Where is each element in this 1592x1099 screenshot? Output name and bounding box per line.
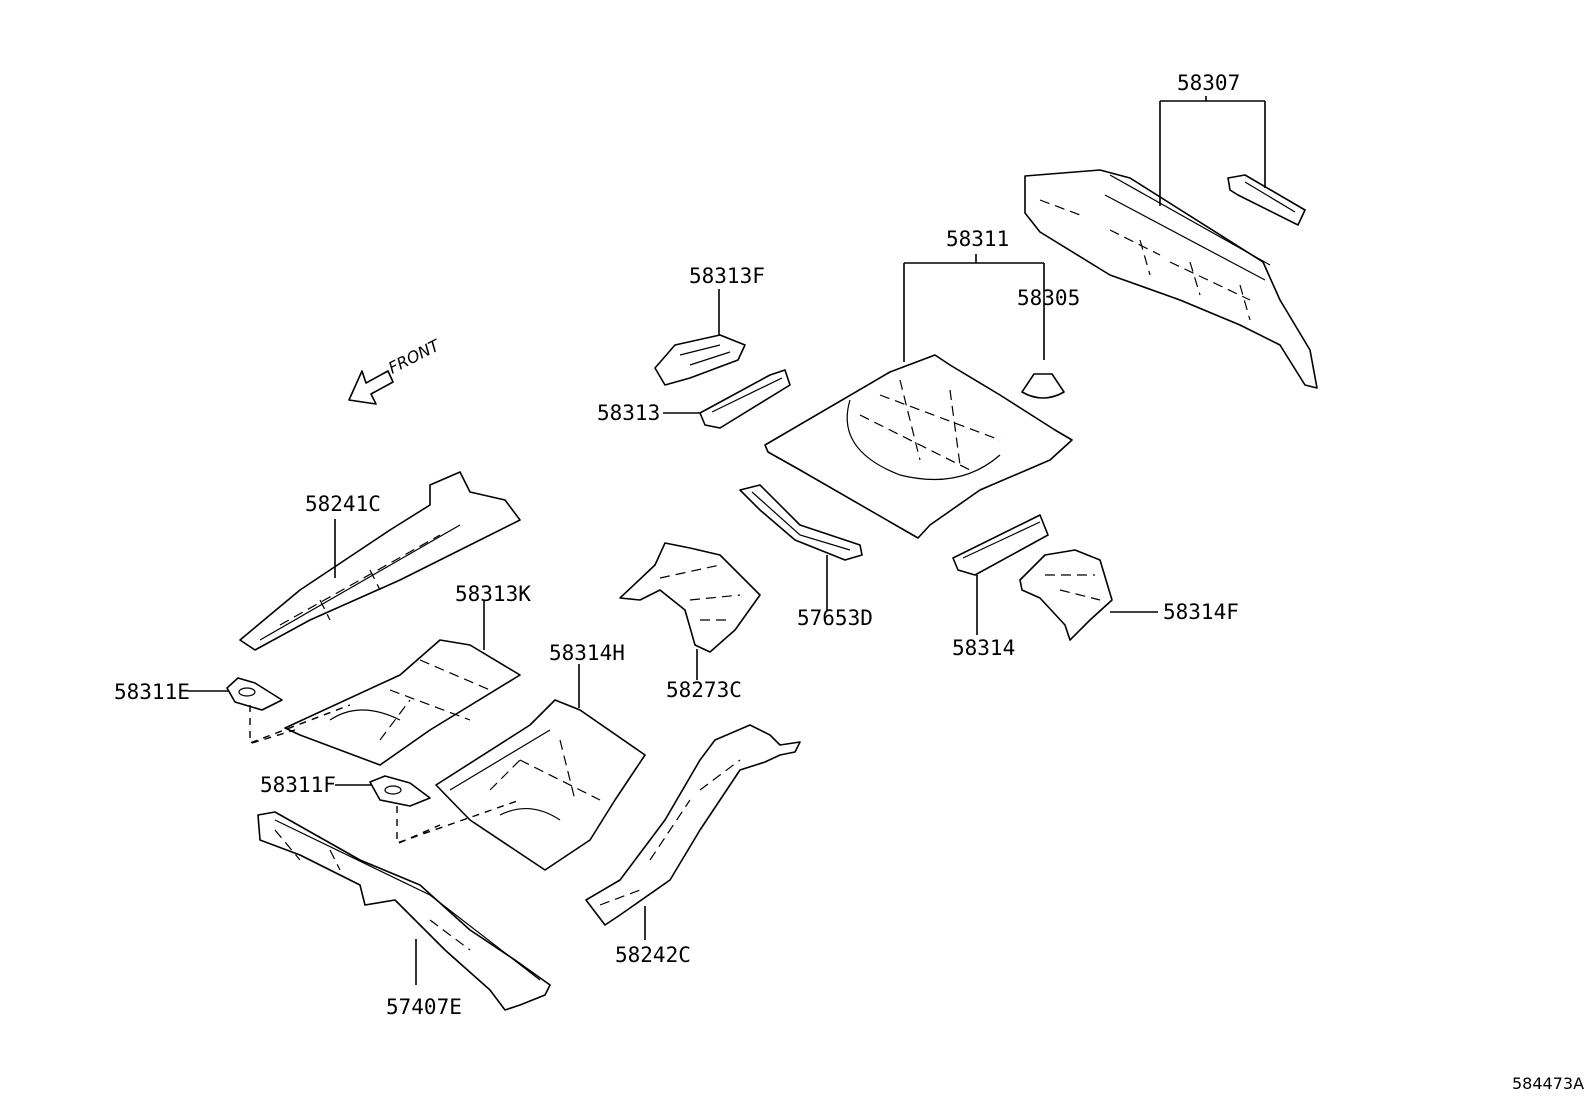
part-58314F [1019,549,1113,641]
leader-58311 [903,254,1045,362]
label-58305: 58305 [1017,286,1080,310]
part-58313F [654,334,746,386]
dashed-58311F [396,799,521,844]
part-57653D [739,484,863,561]
label-57407E: 57407E [386,995,462,1019]
label-58273C: 58273C [666,678,742,702]
part-58313K [284,639,521,766]
leader-58307 [1159,96,1266,206]
part-58273C [619,542,761,653]
label-58314: 58314 [952,636,1015,660]
front-arrow-icon [348,370,394,405]
label-58313K: 58313K [455,582,531,606]
front-label: FRONT [385,335,443,377]
label-58242C: 58242C [615,943,691,967]
label-58313: 58313 [597,401,660,425]
part-58311F [369,775,431,807]
part-58314H [435,699,646,871]
label-58241C: 58241C [305,492,381,516]
part-58305-plug [1021,373,1065,399]
part-58314 [952,514,1049,576]
part-58307-bracket [1227,174,1306,226]
part-58311-floor-pan [764,354,1073,539]
label-58311F: 58311F [260,773,336,797]
part-58242C [585,724,801,926]
part-58241C [239,471,521,651]
part-57407E [257,811,551,1011]
part-58313 [699,369,791,429]
diagram-id: 584473A [1512,1074,1584,1093]
part-58307-panel [1024,169,1318,389]
label-58307: 58307 [1177,71,1240,95]
label-58314F: 58314F [1163,600,1239,624]
label-58311: 58311 [946,227,1009,251]
label-57653D: 57653D [797,606,873,630]
label-58311E: 58311E [114,680,190,704]
part-58311E [226,677,283,711]
label-58313F: 58313F [689,264,765,288]
dashed-58311E [249,704,351,745]
label-58314H: 58314H [549,641,625,665]
